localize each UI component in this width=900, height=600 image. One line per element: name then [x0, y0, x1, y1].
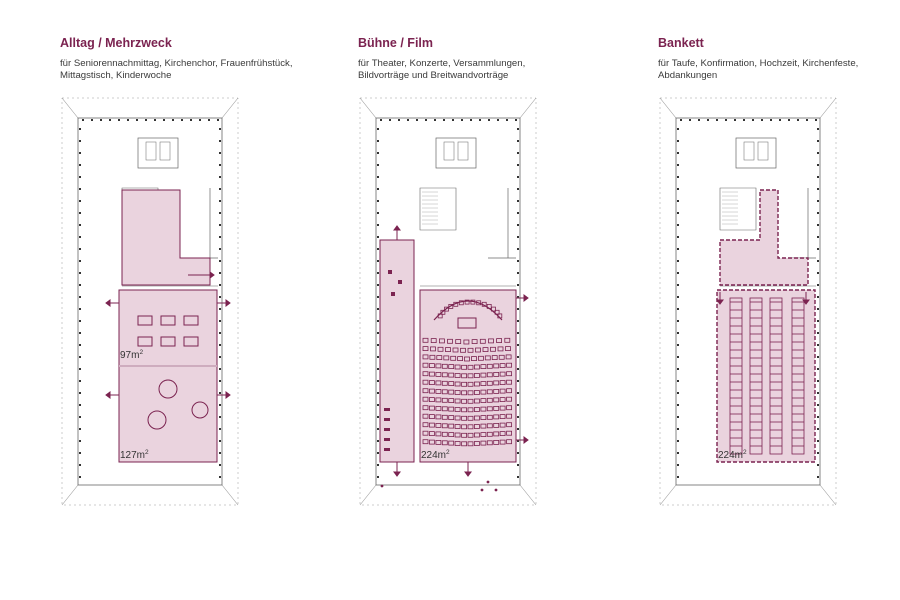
panel-title: Alltag / Mehrzweck	[60, 36, 172, 50]
access-arrows	[393, 225, 529, 477]
panel-description: für Theater, Konzerte, Versammlungen, Bi…	[358, 58, 613, 83]
panel-title: Bankett	[658, 36, 704, 50]
hall-zone	[118, 289, 218, 463]
kitchen-zone	[121, 189, 211, 286]
building-outline	[659, 97, 837, 506]
panel-buehne: Bühne / Film für Theater, Konzerte, Vers…	[358, 0, 618, 600]
description-line: Mittagstisch, Kinderwoche	[60, 70, 172, 82]
area-label: 97m2	[120, 349, 143, 361]
floor-plan-alltag: 97m2 127m2	[61, 97, 239, 506]
access-arrows	[105, 271, 231, 399]
panel-description: für Seniorennachmittag, Kirchenchor, Fra…	[60, 58, 315, 83]
area-label: 224m2	[718, 449, 747, 461]
tables	[137, 315, 199, 347]
floor-plan-buehne: 224m2	[359, 97, 537, 506]
panel-description: für Taufe, Konfirmation, Hochzeit, Kirch…	[658, 58, 900, 83]
area-label: 224m2	[421, 449, 450, 461]
stage-podium	[457, 317, 477, 329]
description-line: für Theater, Konzerte, Versammlungen,	[358, 58, 526, 69]
foyer-zone	[379, 239, 415, 463]
foyer-furniture	[380, 270, 498, 492]
access-arrows	[716, 292, 810, 305]
banquet-tables	[729, 297, 805, 455]
floor-plan-bankett: 224m2	[659, 97, 837, 506]
activity-circles	[147, 379, 209, 430]
description-line: für Taufe, Konfirmation, Hochzeit, Kirch…	[658, 58, 859, 69]
panel-alltag: Alltag / Mehrzweck für Seniorennachmitta…	[60, 0, 320, 600]
description-line: Abdankungen	[658, 70, 718, 82]
banquet-zone	[716, 289, 816, 463]
building-outline	[359, 97, 537, 506]
panel-bankett: Bankett für Taufe, Konfirmation, Hochzei…	[658, 0, 900, 600]
kitchen-zone	[719, 189, 809, 286]
area-label: 127m2	[120, 449, 149, 461]
seating-rows	[422, 299, 513, 447]
panel-title: Bühne / Film	[358, 36, 433, 50]
description-line: für Seniorennachmittag, Kirchenchor, Fra…	[60, 58, 293, 69]
description-line: Bildvorträge und Breitwandvorträge	[358, 70, 509, 82]
